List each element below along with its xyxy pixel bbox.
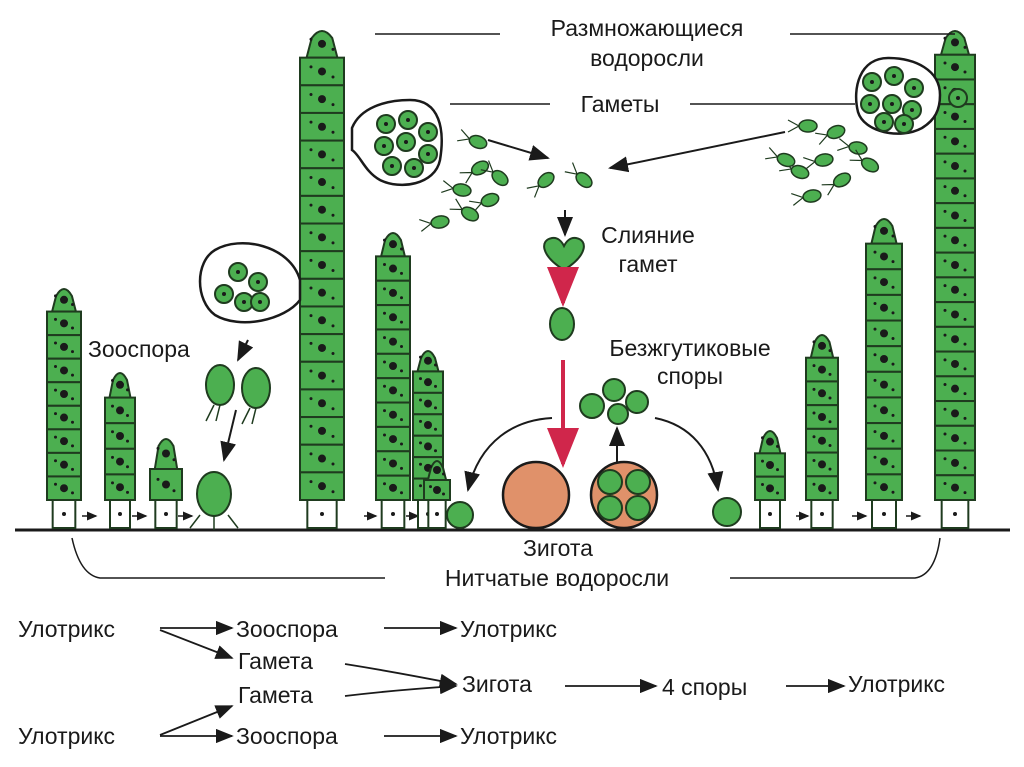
label-reproducing-line1: Размножающиеся [551,15,744,41]
young-zoospore-cell [189,471,239,530]
filament-1 [46,288,82,529]
settled-spore-right [712,497,742,527]
label-zoospore: Зооспора [88,336,190,362]
algae-filaments [46,30,976,530]
scheme-ulothrix-bottom-result: Улотрикс [460,723,557,749]
label-gametes: Гаметы [581,91,660,117]
zygote-cell [501,460,571,530]
label-aflagellate-line1: Безжгутиковые [609,335,770,361]
scheme-zoospore-bottom: Зооспора [236,723,338,749]
scheme-ulothrix-bottom: Улотрикс [18,723,115,749]
label-filamentous: Нитчатые водоросли [445,565,669,591]
scheme-ulothrix-top-result: Улотрикс [460,616,557,642]
filament-9 [805,334,839,529]
filament-8 [754,430,786,529]
leader-lines [375,33,955,105]
scheme-gamete-bottom: Гамета [238,682,313,708]
filament-4 [299,30,345,529]
scheme-ulothrix-top: Улотрикс [18,616,115,642]
filament-11 [934,30,976,529]
filament-7 [423,460,451,529]
scheme-four-spores: 4 споры [662,674,747,700]
label-aflagellate-line2: споры [657,363,723,389]
gametes-group [419,119,880,341]
label-zygote: Зигота [523,535,593,561]
zygote-four-spores [589,460,659,530]
label-fusion-line1: Слияние [601,222,695,248]
scheme: Улотрикс Зооспора Улотрикс Гамета Гамета… [18,616,945,749]
settled-spore-left [446,501,474,529]
scheme-ulothrix-final: Улотрикс [848,671,945,697]
scheme-gamete-top: Гамета [238,648,313,674]
fused-gametes [543,236,585,341]
gamete-arrows [220,131,786,492]
bracket-right [730,537,941,579]
label-fusion-line2: гамет [618,251,678,277]
released-spores [579,378,649,425]
label-reproducing-line2: водоросли [590,45,704,71]
filament-3 [149,438,183,529]
zoospores [205,364,271,425]
filament-10 [865,218,903,529]
scheme-arrows [159,620,846,744]
bracket-left [71,537,385,579]
filament-2 [104,372,136,529]
scheme-zygote: Зигота [462,671,532,697]
scheme-zoospore-top: Зооспора [236,616,338,642]
filament-5 [375,232,411,529]
